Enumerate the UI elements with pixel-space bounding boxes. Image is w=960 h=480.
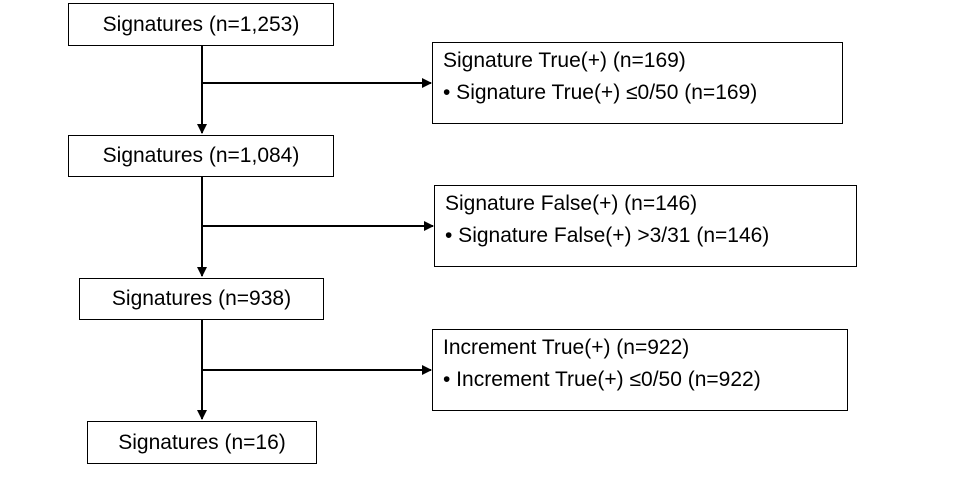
exclusion-1-detail: • Signature True(+) ≤0/50 (n=169) <box>443 81 758 105</box>
exclusion-box-2: Signature False(+) (n=146) • Signature F… <box>434 185 857 267</box>
flow-step-2-label: Signatures (n=1,084) <box>102 144 300 168</box>
exclusion-3-title: Increment True(+) (n=922) <box>443 336 690 359</box>
exclusion-2-detail: • Signature False(+) >3/31 (n=146) <box>445 224 770 248</box>
flow-step-1-label: Signatures (n=1,253) <box>102 12 300 36</box>
flow-step-3-label: Signatures (n=938) <box>111 287 292 311</box>
flow-step-4: Signatures (n=16) <box>87 421 317 464</box>
exclusion-box-1: Signature True(+) (n=169) • Signature Tr… <box>432 42 843 124</box>
exclusion-2-title: Signature False(+) (n=146) <box>445 192 698 215</box>
flow-step-3: Signatures (n=938) <box>79 278 324 320</box>
exclusion-3-detail: • Increment True(+) ≤0/50 (n=922) <box>443 368 761 392</box>
exclusion-1-title: Signature True(+) (n=169) <box>443 49 686 72</box>
flow-step-4-label: Signatures (n=16) <box>118 430 286 454</box>
flow-step-2: Signatures (n=1,084) <box>68 135 334 177</box>
exclusion-box-3: Increment True(+) (n=922) • Increment Tr… <box>432 329 848 411</box>
flow-step-1: Signatures (n=1,253) <box>68 3 334 46</box>
